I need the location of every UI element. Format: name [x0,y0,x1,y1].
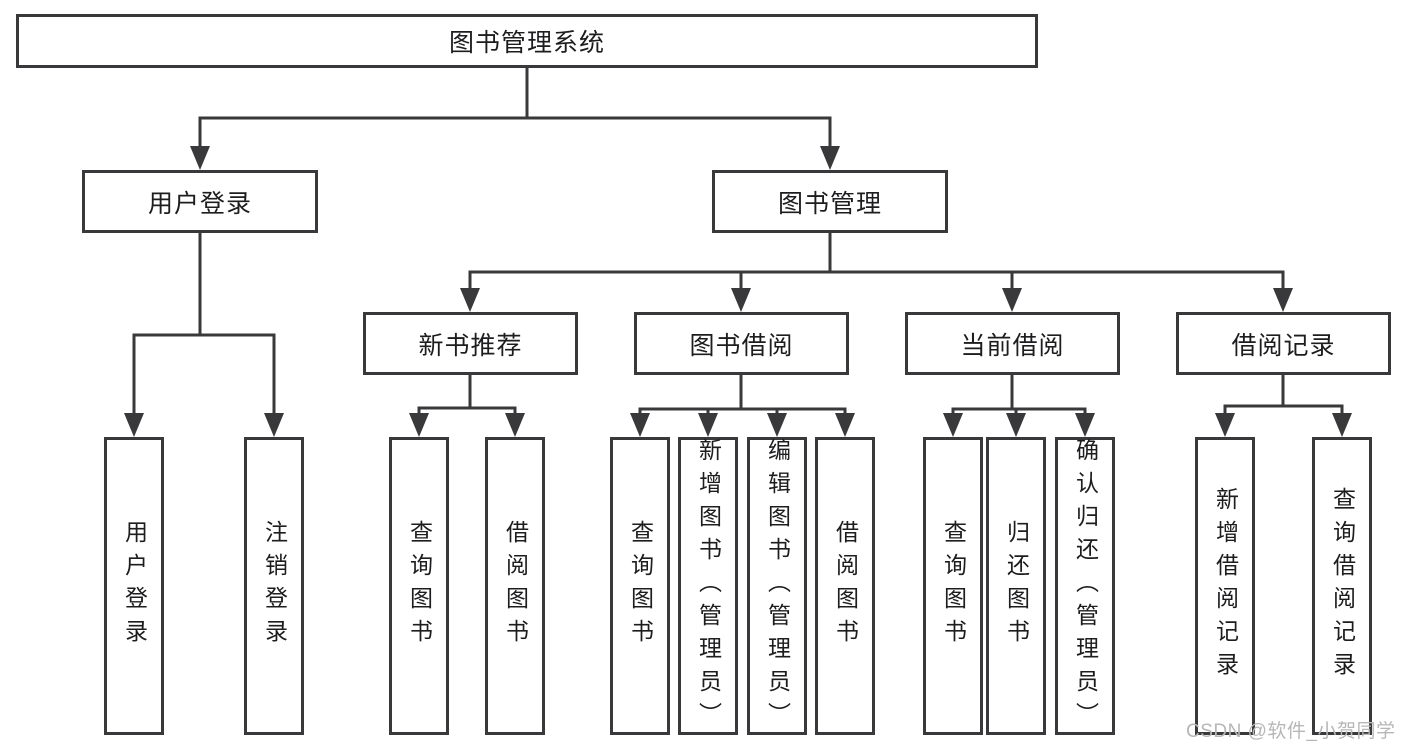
leaf-confirm-return-admin: 确认归还（管理员） [1055,437,1115,735]
leaf-borrow-books-borrowing: 借阅图书 [815,437,875,735]
leaf-add-book-admin: 新增图书（管理员） [678,437,738,735]
leaf-query-books-borrowing: 查询图书 [610,437,670,735]
leaf-add-book-admin-label: 新增图书（管理员） [695,437,722,735]
leaf-borrow-books-borrowing-label: 借阅图书 [832,520,859,652]
leaf-add-borrow-record-label: 新增借阅记录 [1212,487,1239,685]
node-current-borrowing: 当前借阅 [905,312,1120,375]
node-user-login: 用户登录 [82,170,318,233]
node-book-management: 图书管理 [712,170,948,233]
leaf-user-login-label: 用户登录 [121,520,148,652]
leaf-query-books-recommend: 查询图书 [389,437,449,735]
node-library-system-root: 图书管理系统 [16,14,1038,68]
leaf-add-borrow-record: 新增借阅记录 [1195,437,1255,735]
leaf-query-books-current: 查询图书 [923,437,983,735]
leaf-logout: 注销登录 [244,437,304,735]
leaf-borrow-books-recommend-label: 借阅图书 [502,520,529,652]
node-new-book-recommendation: 新书推荐 [363,312,578,375]
leaf-return-books-label: 归还图书 [1003,520,1030,652]
leaf-return-books: 归还图书 [986,437,1046,735]
leaf-query-books-recommend-label: 查询图书 [406,520,433,652]
leaf-borrow-books-recommend: 借阅图书 [485,437,545,735]
leaf-query-books-borrowing-label: 查询图书 [627,520,654,652]
node-borrowing-records: 借阅记录 [1176,312,1391,375]
leaf-query-borrow-record: 查询借阅记录 [1312,437,1372,735]
leaf-confirm-return-admin-label: 确认归还（管理员） [1072,437,1099,735]
leaf-edit-book-admin: 编辑图书（管理员） [747,437,807,735]
leaf-query-books-current-label: 查询图书 [940,520,967,652]
node-book-borrowing: 图书借阅 [634,312,849,375]
leaf-user-login: 用户登录 [104,437,164,735]
leaf-query-borrow-record-label: 查询借阅记录 [1329,487,1356,685]
watermark: CSDN @软件_小贺同学 [1186,721,1396,742]
leaf-edit-book-admin-label: 编辑图书（管理员） [764,437,791,735]
leaf-logout-label: 注销登录 [261,520,288,652]
